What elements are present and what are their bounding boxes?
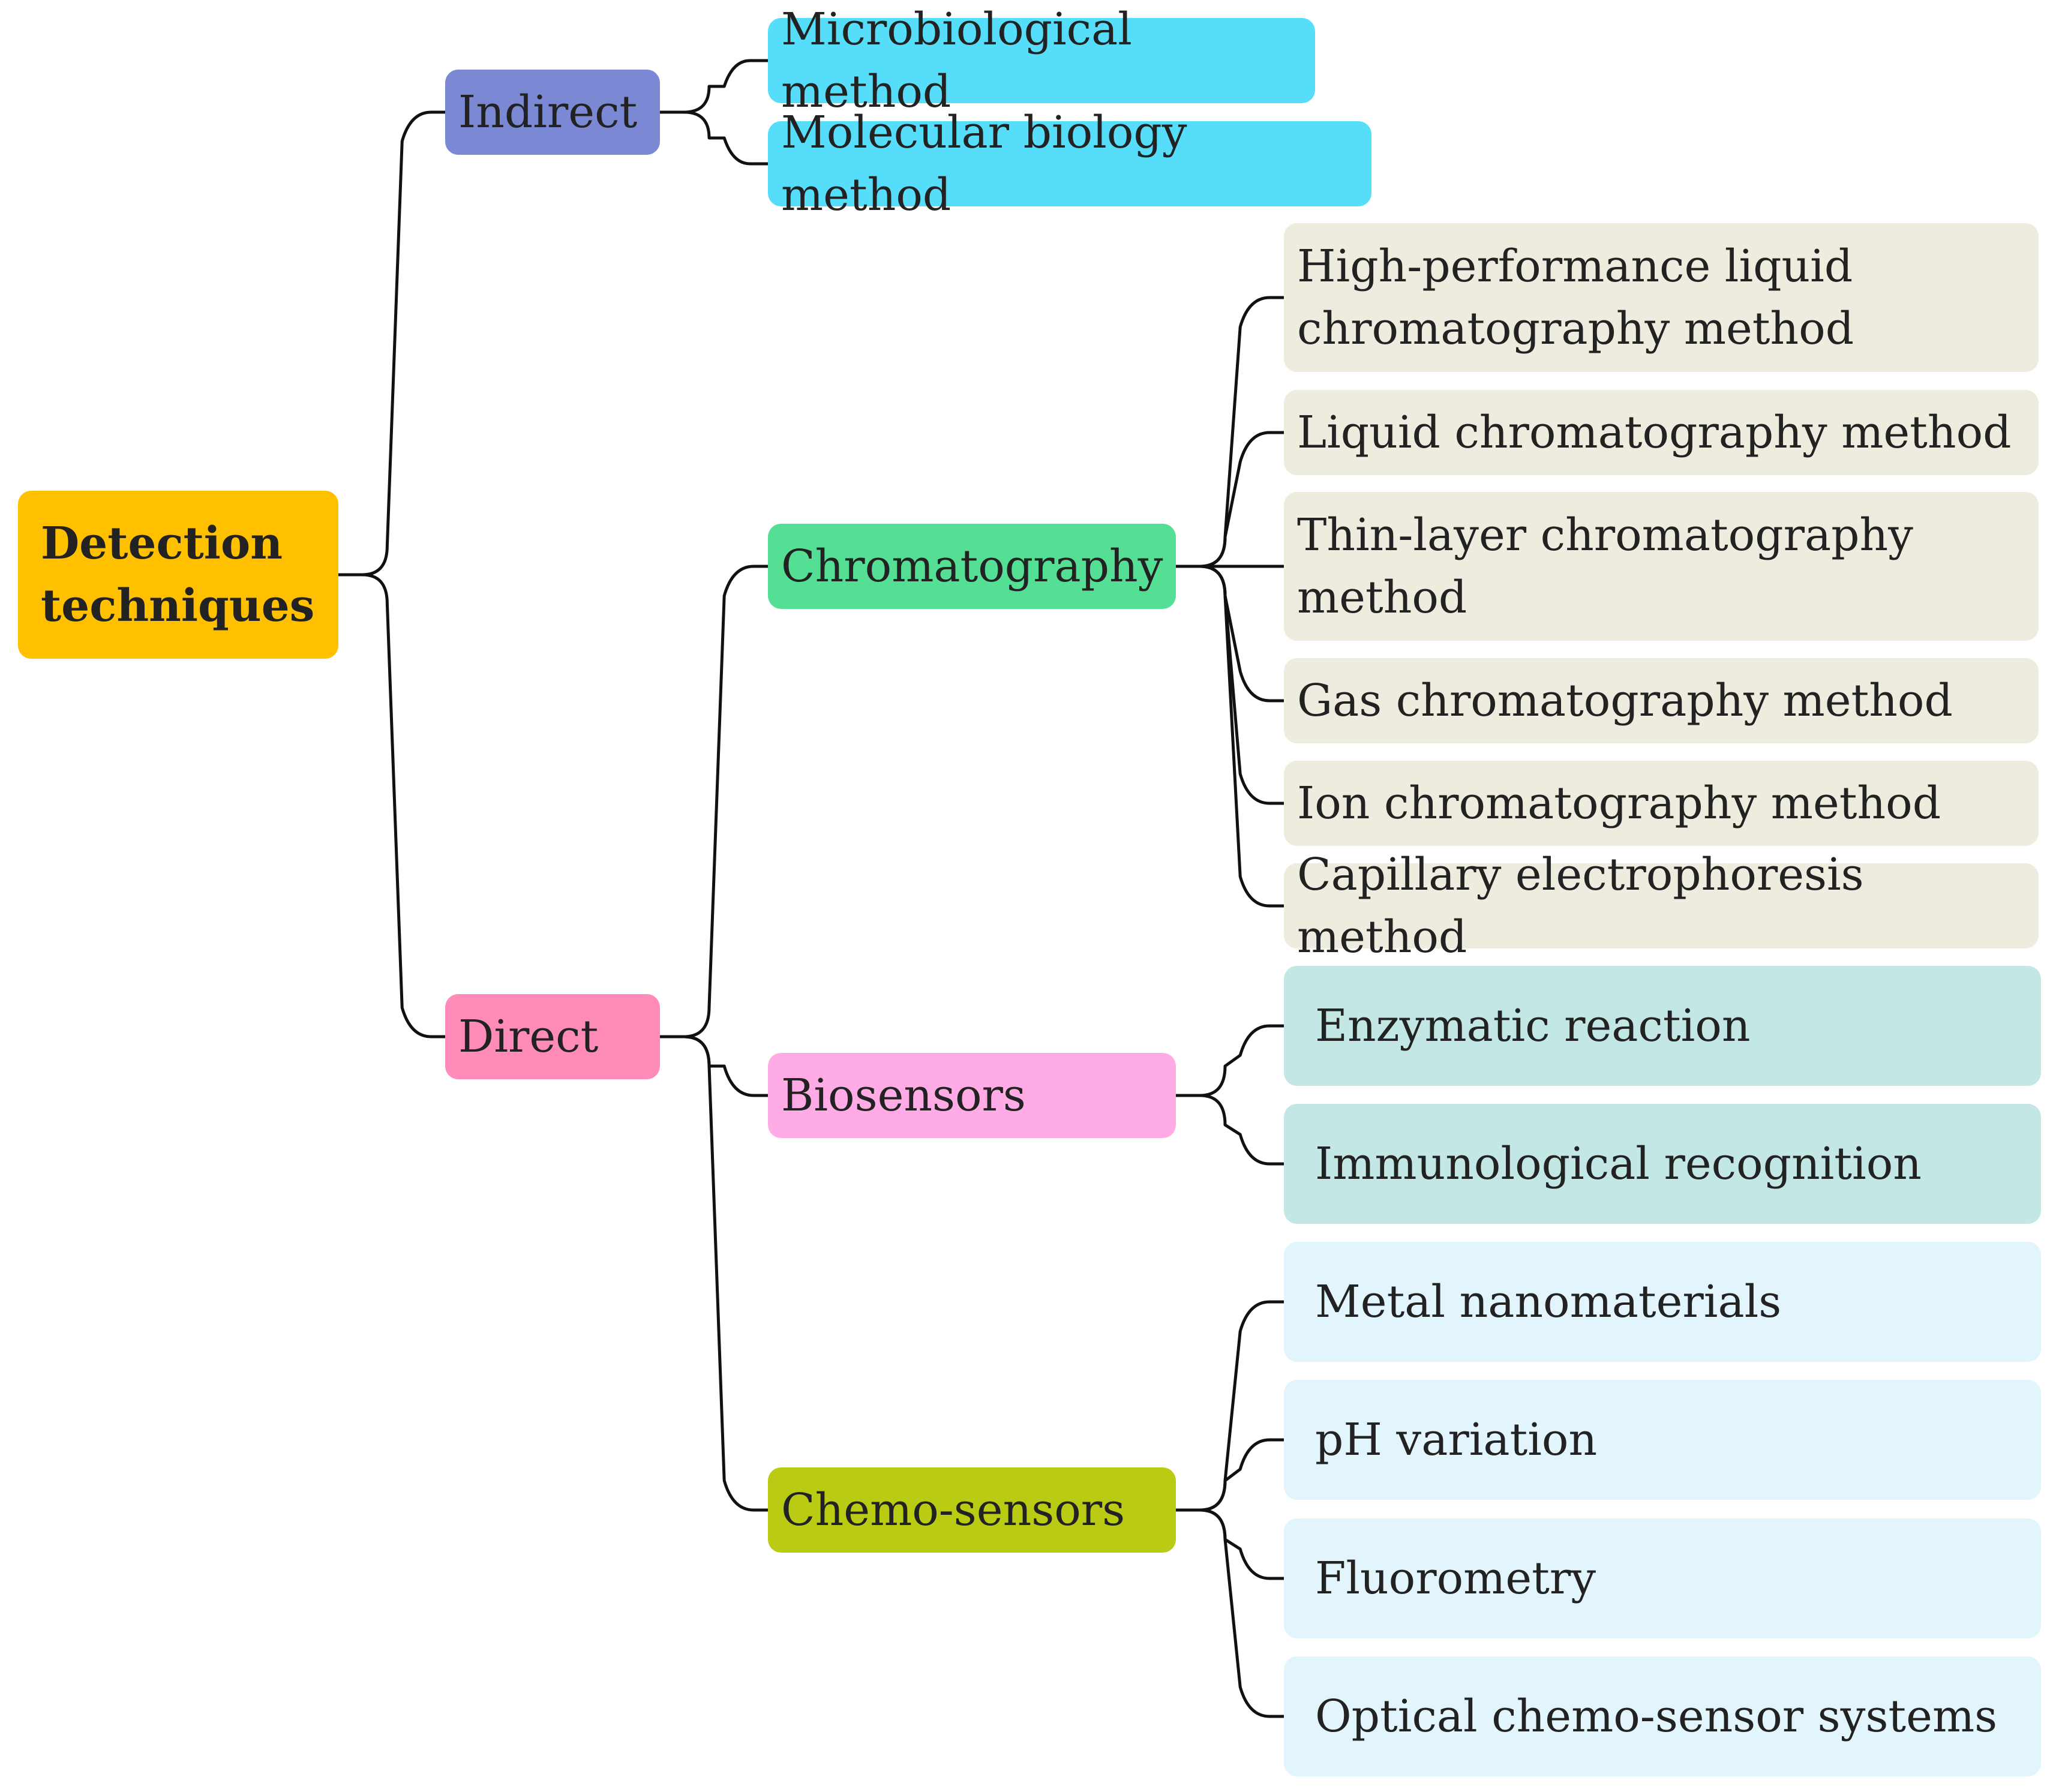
connector-direct-biosensors xyxy=(683,1035,768,1097)
node-microbiological-method: Microbiological method xyxy=(768,4,1315,118)
node-metal-nanomaterials: Metal nanomaterials xyxy=(1284,1242,2041,1362)
node-detection-techniques: Detection techniques xyxy=(18,491,338,659)
node-indirect: Indirect xyxy=(445,70,660,155)
connector-chemo_sensors-optical xyxy=(1199,1508,1284,1718)
node-thin-layer-chromatography-method: Thin-layer chromatography method xyxy=(1284,492,2039,641)
node-chromatography: Chromatography xyxy=(768,524,1176,609)
connector-chromatography-liquid_chrom xyxy=(1199,431,1284,568)
node-liquid-chromatography-method: Liquid chromatography method xyxy=(1284,390,2039,475)
node-enzymatic-reaction: Enzymatic reaction xyxy=(1284,966,2041,1086)
connector-indirect-microbiological xyxy=(683,59,768,114)
connector-chromatography-ion_chrom xyxy=(1199,565,1284,805)
node-capillary-electrophoresis-method: Capillary electrophoresis method xyxy=(1284,849,2039,963)
connector-chemo_sensors-fluorometry xyxy=(1199,1508,1284,1580)
connector-biosensors-enzymatic xyxy=(1199,1024,1284,1097)
node-hplc-method: High-performance liquid chromatography m… xyxy=(1284,223,2039,372)
connector-biosensors-immunological xyxy=(1199,1094,1284,1166)
node-immunological-recognition: Immunological recognition xyxy=(1284,1104,2041,1224)
connector-direct-chemo_sensors xyxy=(683,1035,768,1512)
node-ph-variation: pH variation xyxy=(1284,1380,2041,1500)
connector-chemo_sensors-metal_nano xyxy=(1199,1300,1284,1512)
connector-direct-chromatography xyxy=(683,565,768,1038)
node-chemo-sensors: Chemo-sensors xyxy=(768,1467,1176,1553)
connector-chromatography-capillary xyxy=(1199,565,1284,908)
node-ion-chromatography-method: Ion chromatography method xyxy=(1284,761,2039,846)
node-optical-chemo-sensor-systems: Optical chemo-sensor systems xyxy=(1284,1656,2041,1776)
node-biosensors: Biosensors xyxy=(768,1053,1176,1138)
node-direct: Direct xyxy=(445,994,660,1079)
node-molecular-biology-method: Molecular biology method xyxy=(768,107,1371,221)
node-fluorometry: Fluorometry xyxy=(1284,1518,2041,1638)
connector-indirect-molecular_biology xyxy=(683,110,768,166)
node-gas-chromatography-method: Gas chromatography method xyxy=(1284,658,2039,743)
connector-root-indirect xyxy=(362,110,445,577)
connector-root-direct xyxy=(362,573,445,1038)
connector-chromatography-gas_chrom xyxy=(1199,565,1284,703)
connector-chemo_sensors-ph_variation xyxy=(1199,1438,1284,1512)
